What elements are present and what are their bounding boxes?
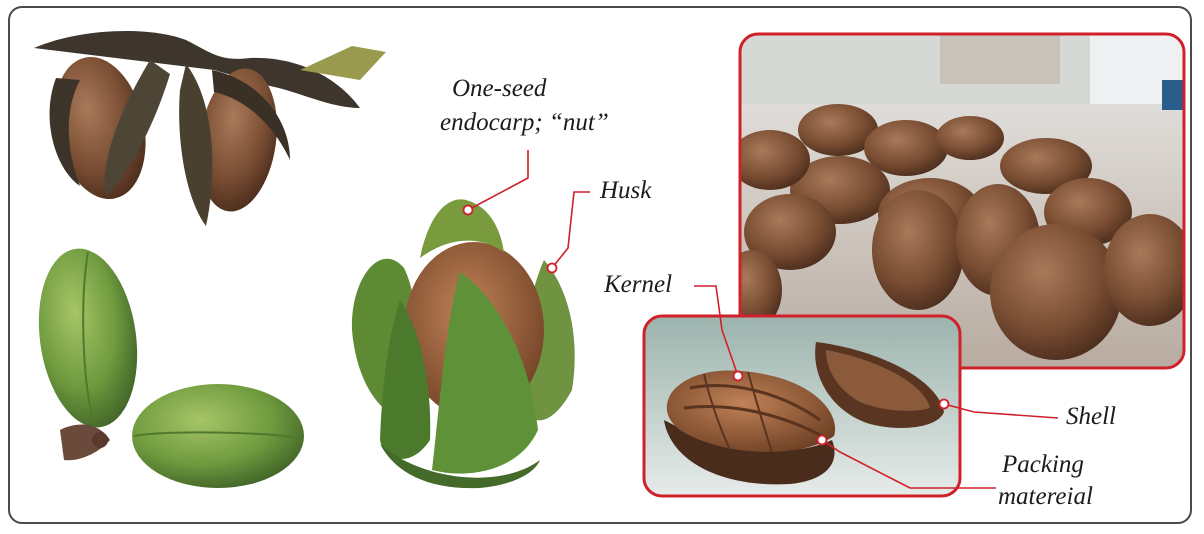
green-pecan-photo [28,242,304,488]
kernel-callout-dot [734,372,743,381]
dried-husk-photo [34,31,386,226]
label-material: matereial [998,482,1093,512]
husk-callout-dot [548,264,557,273]
label-husk: Husk [600,176,651,206]
husk-callout-line [552,192,590,268]
packing-callout-dot [818,436,827,445]
label-endocarp-nut: endocarp; “nut” [440,108,609,138]
label-packing: Packing [1002,450,1084,480]
opening-husk-photo [352,199,575,488]
label-one-seed: One-seed [452,74,546,104]
nut-callout-line [468,150,528,210]
label-kernel: Kernel [604,270,672,300]
label-shell: Shell [1066,402,1116,432]
split-pecan-inset-photo [644,316,960,496]
nut-callout-dot [464,206,473,215]
shell-callout-dot [940,400,949,409]
